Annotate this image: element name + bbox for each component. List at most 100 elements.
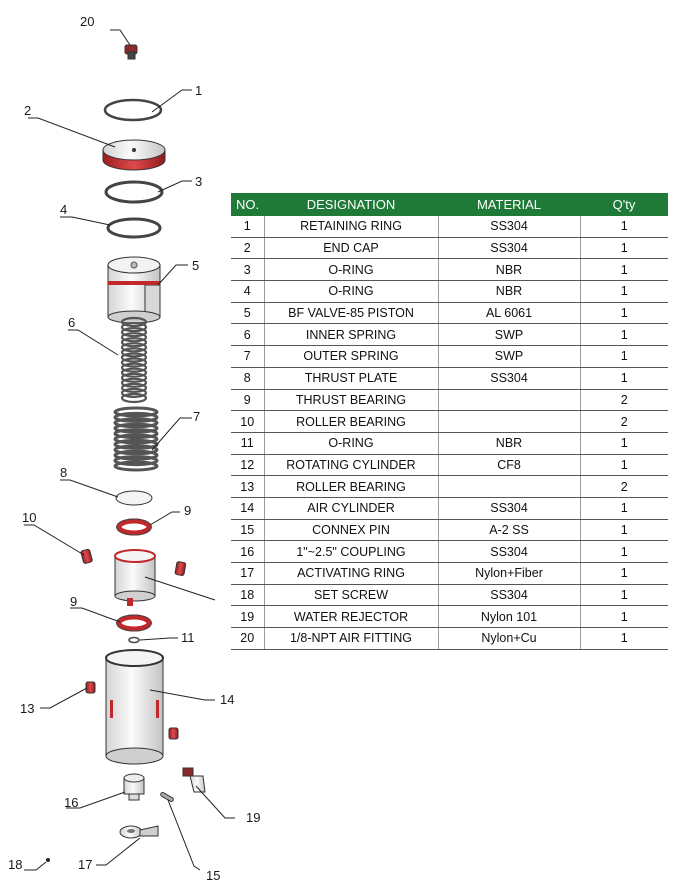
cell-designation: 1"~2.5" COUPLING: [263, 540, 438, 563]
spring-coil: [113, 417, 159, 429]
part-retaining-ring: [103, 98, 163, 122]
cell-no: 7: [231, 345, 264, 368]
part-o-ring-4: [106, 217, 162, 239]
spring-coil: [120, 372, 148, 383]
cell-no: 14: [231, 497, 264, 520]
spring-coil: [113, 422, 159, 434]
cell-designation: ACTIVATING RING: [263, 562, 438, 585]
callout-14: 14: [220, 692, 234, 707]
callout-15: 15: [206, 868, 220, 883]
cell-no: 9: [231, 389, 264, 412]
cell-no: 18: [231, 584, 264, 607]
header-no: NO.: [231, 193, 264, 216]
cell-material: SS304: [437, 367, 580, 390]
spring-coil: [120, 367, 148, 378]
cell-designation: THRUST BEARING: [263, 389, 438, 412]
table-header-row: NO. DESIGNATION MATERIAL Q'ty: [231, 193, 668, 216]
part-roller-bearing-13b: [168, 727, 179, 740]
cell-designation: AIR CYLINDER: [263, 497, 438, 520]
callout-18: 18: [8, 857, 22, 872]
cell-designation: THRUST PLATE: [263, 367, 438, 390]
callout-4: 4: [60, 202, 67, 217]
header-material: MATERIAL: [438, 193, 580, 216]
cell-designation: WATER REJECTOR: [263, 605, 438, 629]
callout-13: 13: [20, 701, 34, 716]
spring-coil: [120, 352, 148, 363]
part-roller-bearing-right: [174, 561, 187, 576]
spring-coil: [113, 444, 159, 456]
cell-material: Nylon+Cu: [437, 627, 580, 650]
cell-designation: ROTATING CYLINDER: [263, 454, 438, 477]
spring-coil: [120, 357, 148, 368]
part-set-screw: [46, 858, 50, 862]
cell-no: 5: [231, 302, 264, 325]
callout-10: 10: [22, 510, 36, 525]
cell-material: SS304: [437, 584, 580, 607]
part-thrust-bearing-upper: [116, 518, 152, 536]
cell-material: [437, 475, 580, 498]
part-air-cylinder: [105, 649, 164, 765]
cell-material: Nylon 101: [437, 605, 580, 629]
spring-coil: [120, 347, 148, 358]
cell-designation: BF VALVE-85 PISTON: [263, 302, 438, 325]
callout-9-upper: 9: [184, 503, 191, 518]
part-roller-bearing-13a: [85, 681, 96, 694]
cell-designation: INNER SPRING: [263, 323, 438, 347]
cell-no: 4: [231, 280, 264, 303]
cell-no: 16: [231, 540, 264, 563]
cell-qty: 1: [579, 584, 668, 607]
spring-coil: [113, 460, 159, 472]
cell-qty: 1: [579, 280, 668, 303]
cell-no: 8: [231, 367, 264, 390]
header-designation: DESIGNATION: [264, 193, 438, 216]
callout-8: 8: [60, 465, 67, 480]
cell-designation: END CAP: [263, 237, 438, 260]
cell-qty: 1: [579, 562, 668, 585]
cell-no: 20: [231, 627, 264, 650]
cell-qty: 1: [579, 345, 668, 368]
spring-coil: [113, 428, 159, 440]
callout-20: 20: [80, 14, 94, 29]
cell-qty: 2: [579, 410, 668, 433]
cell-designation: O-RING: [263, 258, 438, 282]
part-roller-bearing-left: [80, 548, 93, 564]
cell-material: [437, 410, 580, 433]
cell-no: 10: [231, 410, 264, 433]
cell-no: 13: [231, 475, 264, 498]
cell-material: NBR: [437, 280, 580, 303]
cell-qty: 1: [579, 302, 668, 325]
cell-designation: ROLLER BEARING: [263, 475, 438, 498]
cell-designation: CONNEX PIN: [263, 519, 438, 542]
part-coupling: [123, 773, 145, 801]
cell-designation: SET SCREW: [263, 584, 438, 607]
callout-7: 7: [193, 409, 200, 424]
cell-no: 2: [231, 237, 264, 260]
part-piston: [107, 256, 161, 324]
cell-qty: 2: [579, 475, 668, 498]
part-o-ring-11: [128, 636, 140, 644]
callout-17: 17: [78, 857, 92, 872]
spring-coil: [120, 377, 148, 388]
spring-coil: [113, 411, 159, 423]
spring-coil: [120, 342, 148, 353]
part-end-cap: [102, 139, 166, 171]
spring-coil: [120, 332, 148, 343]
cell-material: SS304: [437, 237, 580, 260]
spring-coil: [120, 362, 148, 373]
cell-material: NBR: [437, 258, 580, 282]
part-thrust-plate: [115, 490, 153, 506]
spring-coil: [120, 327, 148, 338]
cell-material: Nylon+Fiber: [437, 562, 580, 585]
